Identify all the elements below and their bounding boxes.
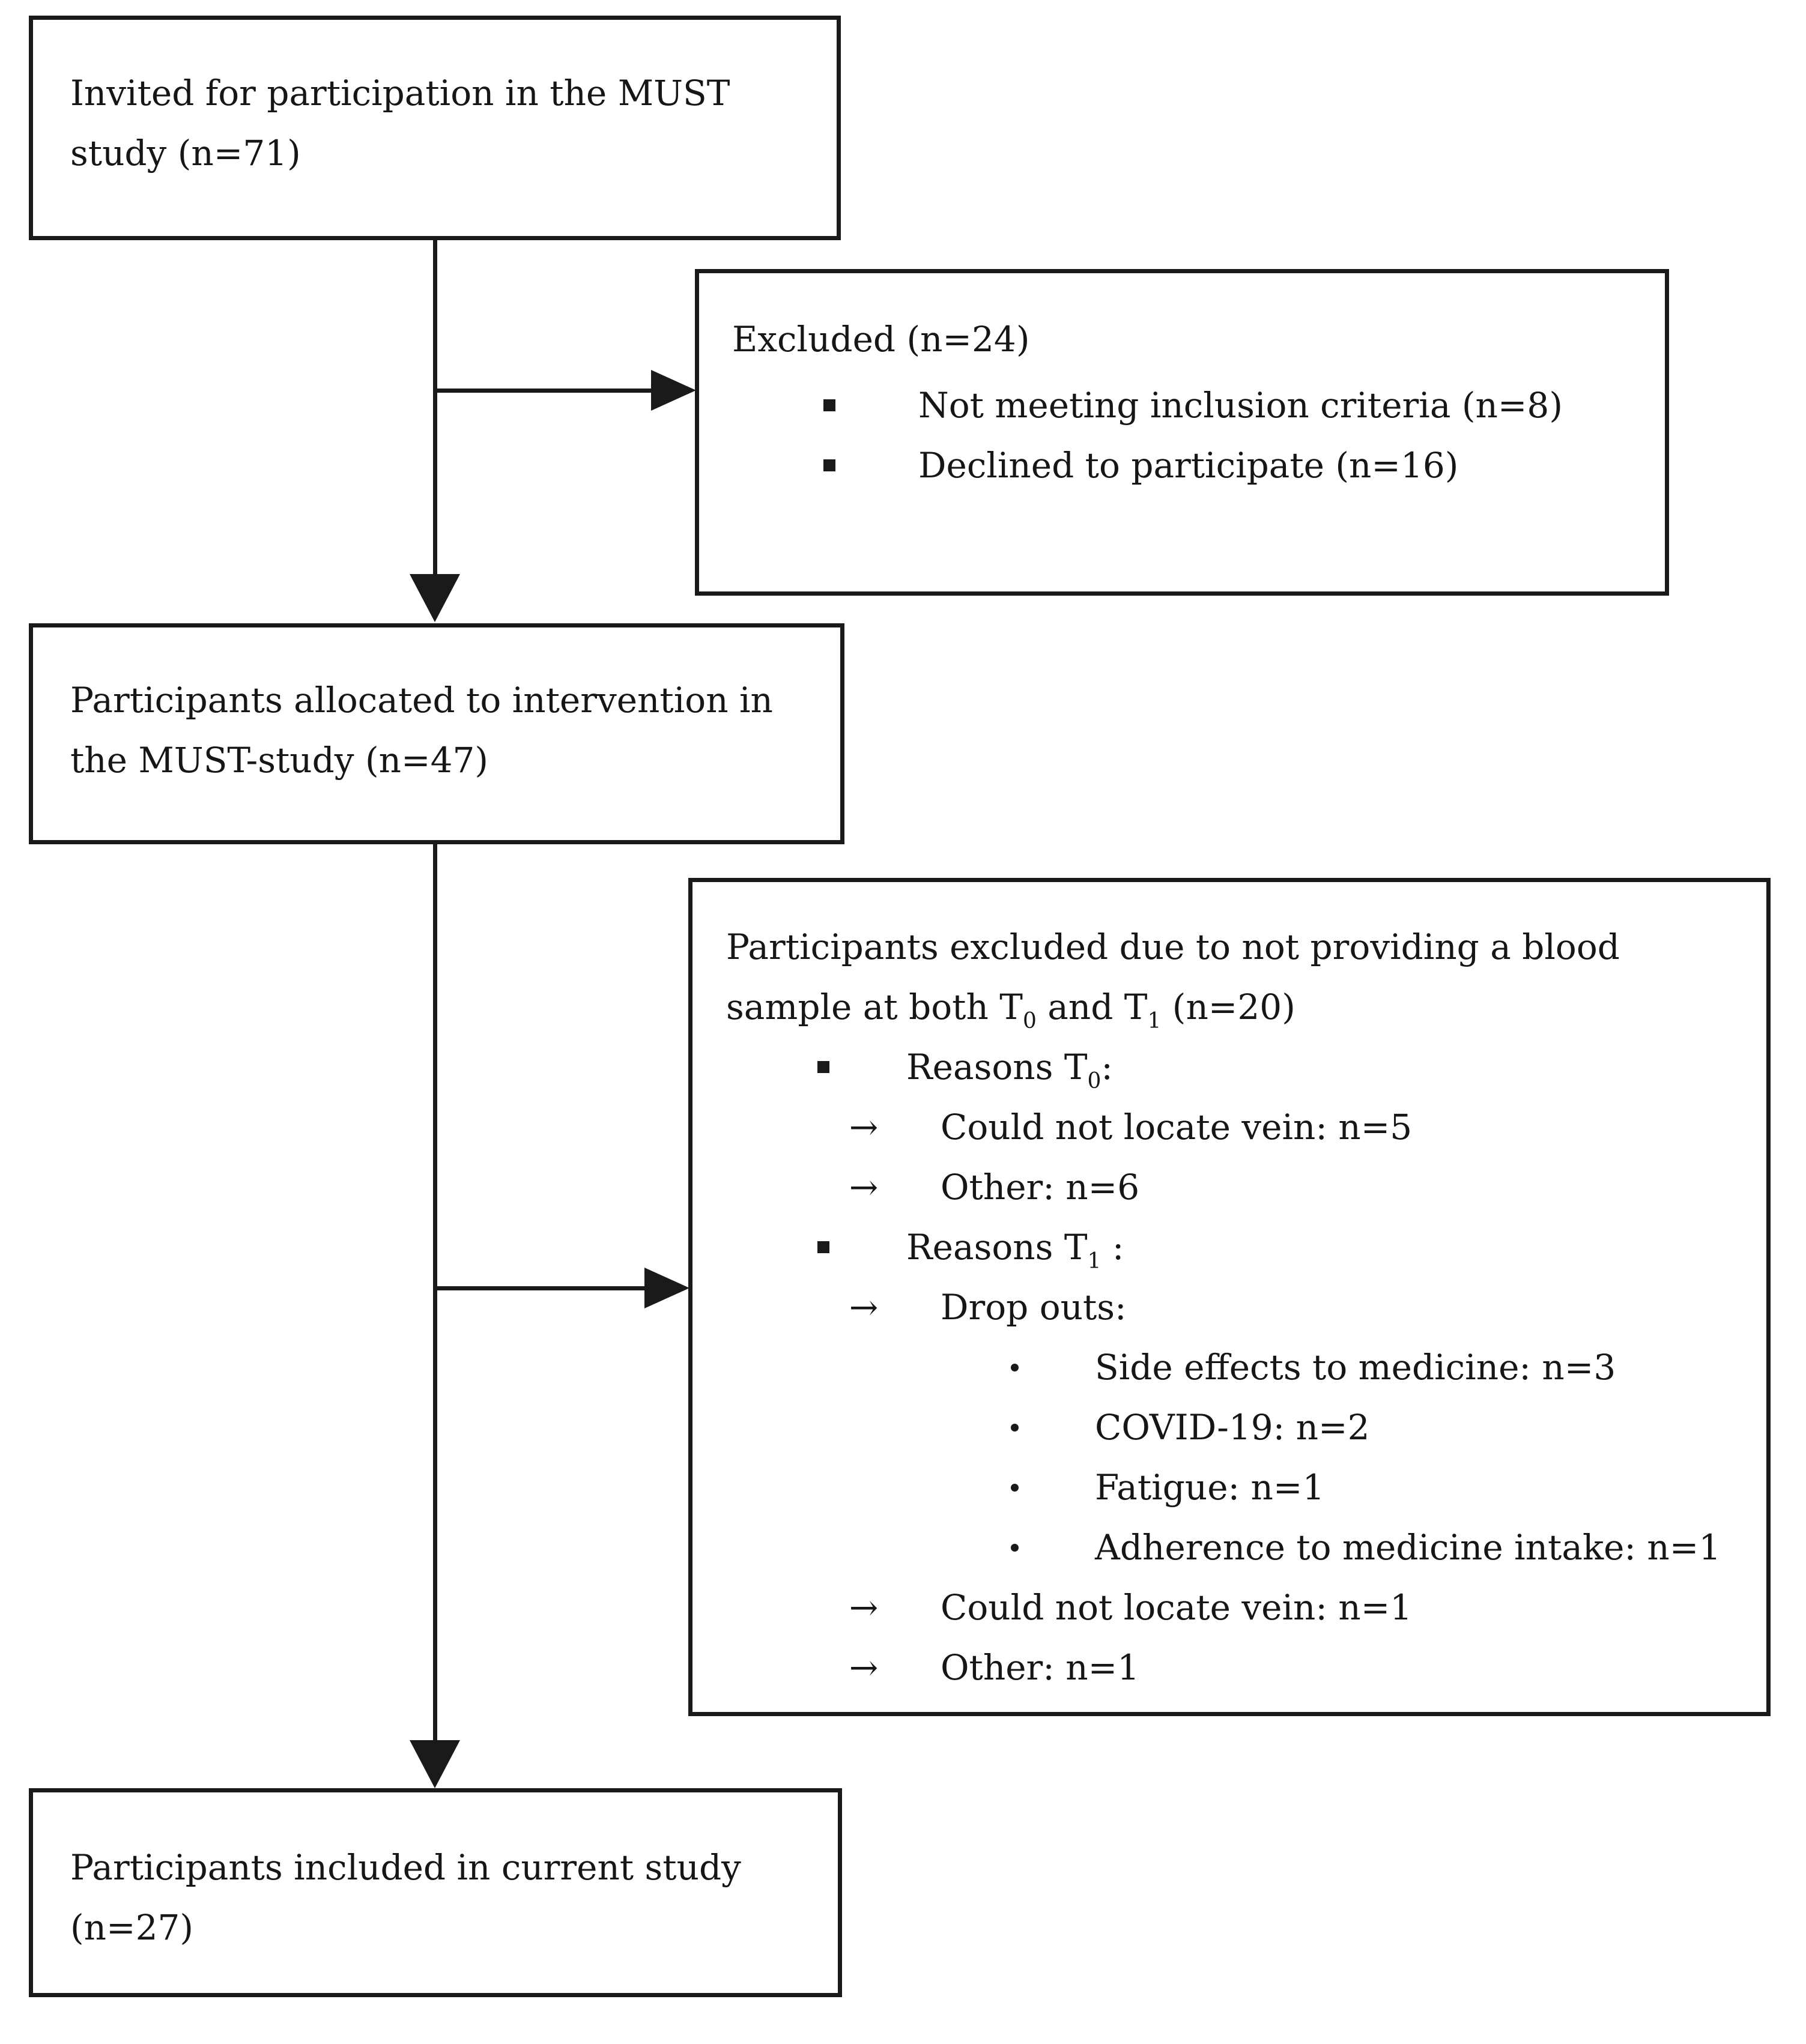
bullet-square-icon (823, 399, 835, 411)
subscript-0: 0 (1022, 1009, 1037, 1033)
dropouts-label: Drop outs: (941, 1287, 1127, 1328)
reasons-t0-text: Reasons T (906, 1047, 1088, 1087)
bullet-square-icon (817, 1241, 829, 1253)
subscript-1: 1 (1087, 1249, 1101, 1274)
box-allocated-intervention: Participants allocated to intervention i… (29, 623, 844, 844)
t1-reason-item: → Other: n=1 (692, 1637, 1766, 1698)
arrowhead-down-icon (410, 1740, 460, 1788)
excluded-item: Not meeting inclusion criteria (n=8) (699, 375, 1665, 435)
dropout-reason-item: Adherence to medicine intake: n=1 (692, 1517, 1766, 1577)
t0-reason-item: → Could not locate vein: n=5 (692, 1097, 1766, 1157)
reasons-t0-colon: : (1101, 1047, 1113, 1087)
reasons-t0-label: Reasons T0: (906, 1047, 1113, 1093)
included-text-line-2: (n=27) (70, 1907, 194, 1948)
blood-title-segment: (n=20) (1161, 987, 1295, 1027)
box-excluded: Excluded (n=24) Not meeting inclusion cr… (695, 269, 1669, 596)
blood-title-segment: sample at both T (726, 987, 1023, 1027)
blood-title-line-2: sample at both T0 and T1 (n=20) (726, 977, 1766, 1037)
arrow-right-icon: → (849, 1287, 879, 1328)
arrowhead-right-icon (651, 370, 696, 411)
bullet-dot-icon (1011, 1363, 1019, 1371)
bullet-dot-icon (1011, 1543, 1019, 1552)
subscript-1: 1 (1147, 1009, 1162, 1033)
blood-title-segment: and T (1036, 987, 1148, 1027)
connector-horizontal-line-1 (435, 389, 652, 393)
box-included-current-study: Participants included in current study (… (29, 1788, 842, 1997)
blood-title-line-1: Participants excluded due to not providi… (726, 927, 1620, 967)
arrowhead-right-icon (644, 1268, 689, 1308)
dropout-reason-label: Fatigue: n=1 (1095, 1467, 1325, 1508)
connector-vertical-line-1 (433, 240, 437, 575)
subscript-0: 0 (1087, 1069, 1101, 1093)
t0-reason-label: Could not locate vein: n=5 (941, 1107, 1413, 1147)
reasons-t0-item: Reasons T0: (692, 1037, 1766, 1097)
dropout-reason-label: Adherence to medicine intake: n=1 (1095, 1527, 1721, 1568)
t0-reason-label: Other: n=6 (941, 1167, 1140, 1208)
arrowhead-down-icon (410, 574, 460, 622)
bullet-square-icon (823, 459, 835, 471)
dropout-reason-label: COVID-19: n=2 (1095, 1407, 1370, 1448)
bullet-square-icon (817, 1061, 829, 1073)
excluded-item: Declined to participate (n=16) (699, 435, 1665, 495)
arrow-right-icon: → (849, 1167, 879, 1208)
reasons-t1-item: Reasons T1 : (692, 1217, 1766, 1277)
reasons-t1-text: Reasons T (906, 1227, 1088, 1268)
excluded-title: Excluded (n=24) (732, 319, 1030, 360)
dropouts-item: → Drop outs: (692, 1277, 1766, 1337)
allocated-text-line-2: the MUST-study (n=47) (70, 740, 488, 781)
dropout-reason-item: Fatigue: n=1 (692, 1457, 1766, 1517)
t0-reason-item: → Other: n=6 (692, 1157, 1766, 1217)
bullet-dot-icon (1011, 1483, 1019, 1492)
excluded-item-label: Declined to participate (n=16) (918, 445, 1459, 486)
t1-reason-label: Other: n=1 (941, 1647, 1140, 1688)
connector-horizontal-line-2 (435, 1286, 646, 1290)
arrow-right-icon: → (849, 1647, 879, 1688)
bullet-dot-icon (1011, 1423, 1019, 1432)
t1-reason-label: Could not locate vein: n=1 (941, 1587, 1413, 1628)
arrow-right-icon: → (849, 1107, 879, 1147)
invited-text-line-1: Invited for participation in the MUST (70, 73, 730, 113)
box-excluded-blood-sample: Participants excluded due to not providi… (688, 878, 1771, 1716)
dropout-reason-label: Side effects to medicine: n=3 (1095, 1347, 1616, 1388)
dropout-reason-item: COVID-19: n=2 (692, 1397, 1766, 1457)
arrow-right-icon: → (849, 1587, 879, 1628)
t1-reason-item: → Could not locate vein: n=1 (692, 1577, 1766, 1637)
dropout-reason-item: Side effects to medicine: n=3 (692, 1337, 1766, 1397)
reasons-t1-colon: : (1101, 1227, 1124, 1268)
allocated-text-line-1: Participants allocated to intervention i… (70, 680, 773, 721)
box-invited-participants: Invited for participation in the MUST st… (29, 16, 841, 240)
reasons-t1-label: Reasons T1 : (906, 1227, 1124, 1274)
excluded-item-label: Not meeting inclusion criteria (n=8) (918, 385, 1563, 426)
included-text-line-1: Participants included in current study (70, 1847, 741, 1888)
connector-vertical-line-2 (433, 844, 437, 1741)
invited-text-line-2: study (n=71) (70, 133, 301, 174)
